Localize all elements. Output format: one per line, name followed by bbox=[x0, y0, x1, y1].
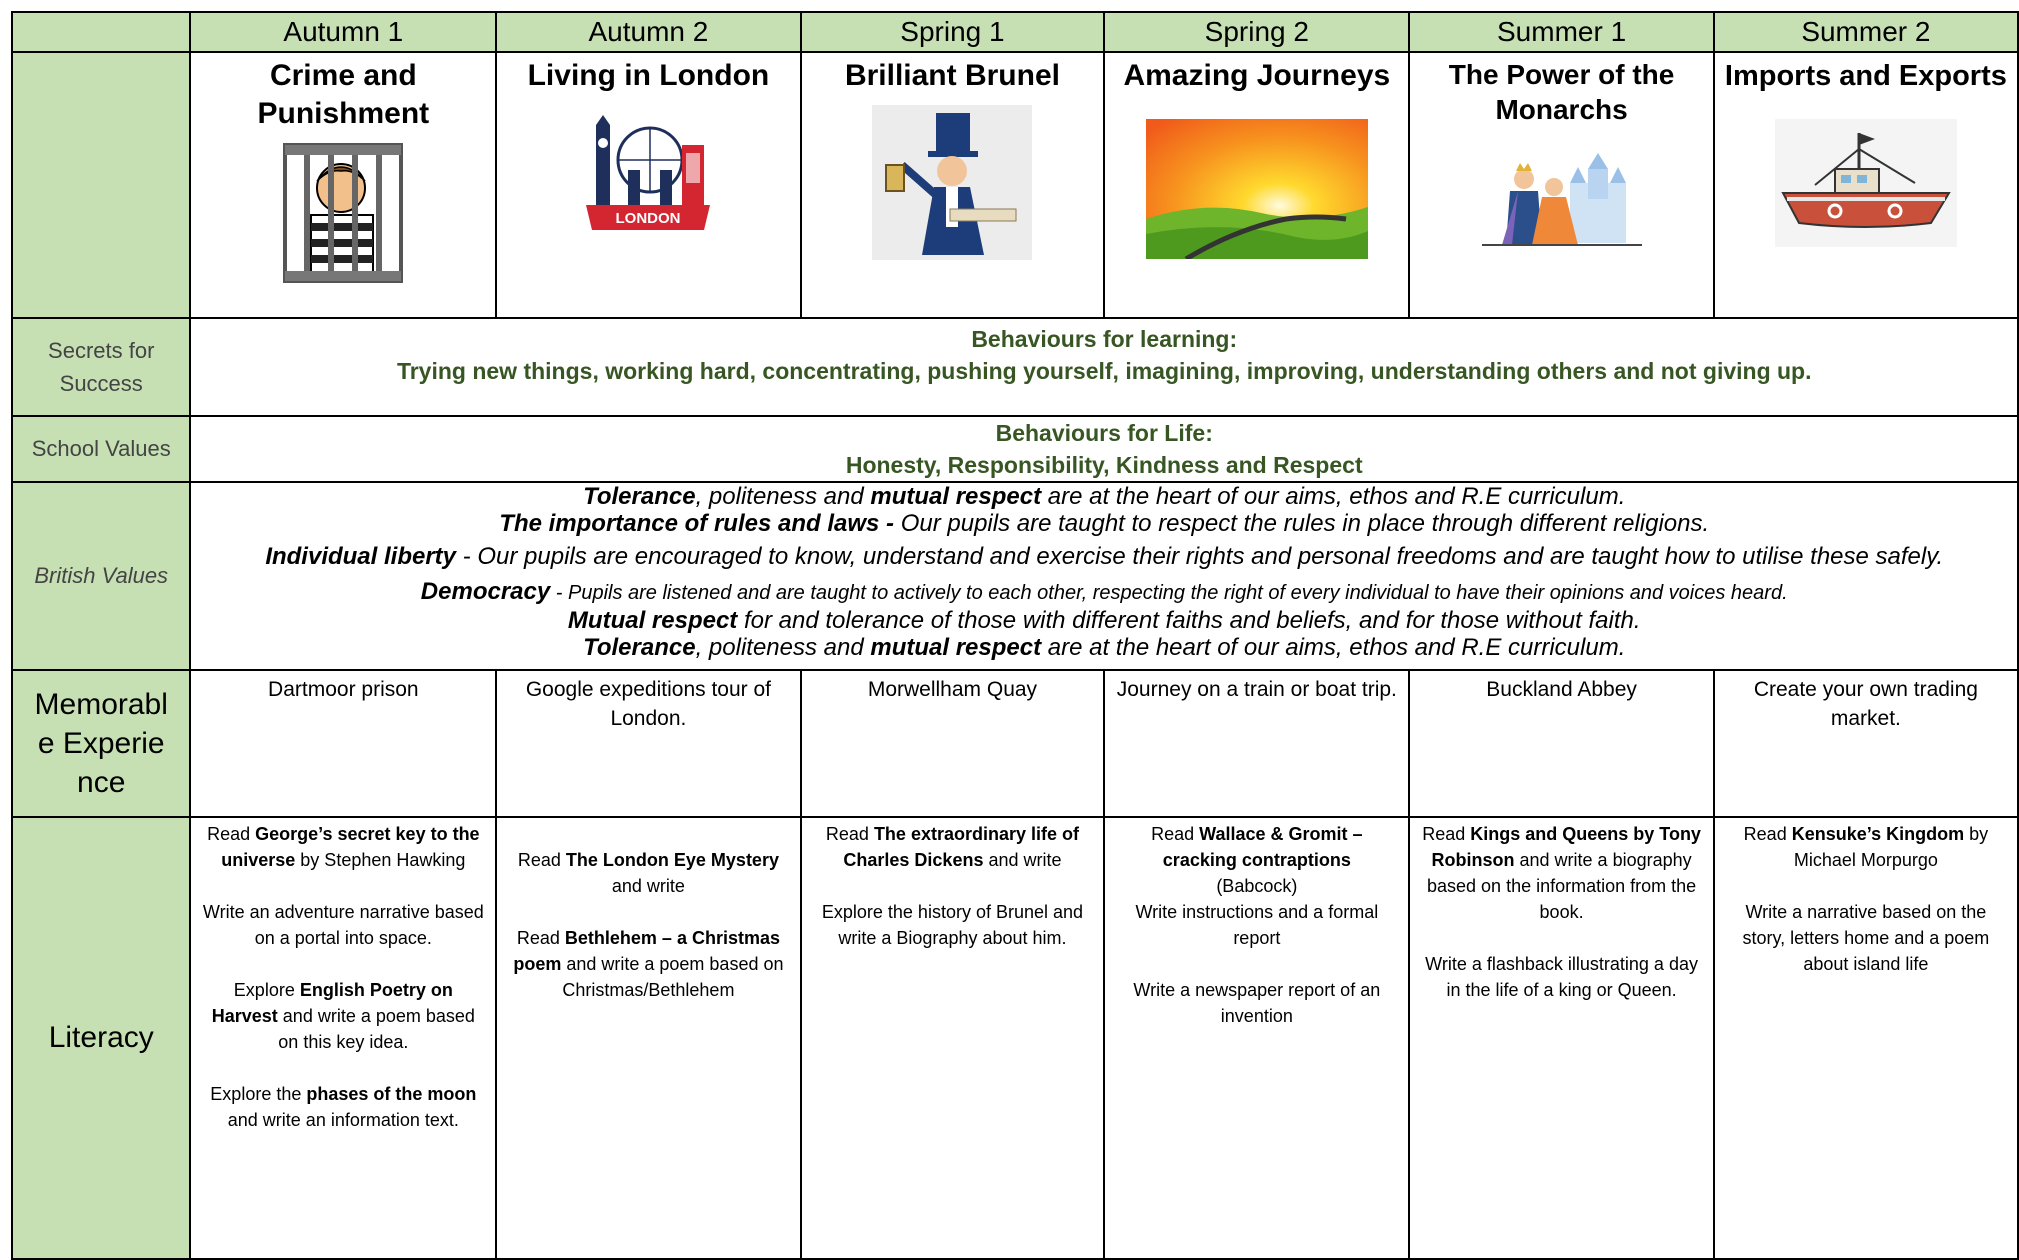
literacy-cell-5: Read Kings and Queens by Tony Robinson a… bbox=[1408, 816, 1715, 1260]
topic-title: Amazing Journeys bbox=[1123, 59, 1391, 92]
british-values-line: Mutual respect for and tolerance of thos… bbox=[567, 607, 1641, 634]
topic-title: Brilliant Brunel bbox=[844, 59, 1060, 92]
literacy-item: (Babcock) bbox=[1216, 876, 1298, 896]
secrets-heading: Behaviours for learning: bbox=[971, 326, 1238, 352]
literacy-item: Write a newspaper report of an invention bbox=[1133, 980, 1381, 1026]
prisoner-in-cell-icon bbox=[283, 143, 404, 283]
london-landmarks-icon: LONDON bbox=[586, 115, 711, 230]
term-row: Autumn 1 Autumn 2 Spring 1 Spring 2 Summ… bbox=[10, 11, 2019, 53]
school-values-text: Honesty, Responsibility, Kindness and Re… bbox=[845, 452, 1363, 478]
memorable-cell: Create your own trading market. bbox=[1712, 669, 2019, 818]
topic-row: Crime and Punishment Living in London bbox=[10, 51, 2019, 319]
term-summer-2: Summer 2 bbox=[1712, 11, 2019, 53]
memorable-row: Memorable Experience Dartmoor prison Goo… bbox=[10, 669, 2019, 818]
british-values-line: Individual liberty - Our pupils are enco… bbox=[265, 543, 1944, 570]
british-values-line: Tolerance, politeness and mutual respect… bbox=[583, 483, 1626, 510]
term-autumn-2: Autumn 2 bbox=[495, 11, 802, 53]
school-values-heading: Behaviours for Life: bbox=[995, 420, 1213, 446]
topic-cell-5: The Power of the Monarchs bbox=[1408, 51, 1715, 319]
literacy-item: Write a narrative based on the story, le… bbox=[1742, 902, 1990, 974]
topic-cell-2: Living in London LONDON bbox=[495, 51, 802, 319]
literacy-item: Explore English Poetry on Harvest and wr… bbox=[211, 980, 475, 1052]
topic-title: The Power of the Monarchs bbox=[1448, 59, 1675, 125]
literacy-cell-4: Read Wallace & Gromit – cracking contrap… bbox=[1103, 816, 1411, 1260]
literacy-item: Write a flashback illustrating a day in … bbox=[1425, 954, 1698, 1000]
secrets-content: Behaviours for learning: Trying new thin… bbox=[189, 317, 2019, 417]
topic-title: Imports and Exports bbox=[1724, 60, 2007, 92]
topic-cell-3: Brilliant Brunel bbox=[799, 51, 1106, 319]
topic-cell-6: Imports and Exports bbox=[1712, 51, 2019, 319]
literacy-item: Write an adventure narrative based on a … bbox=[202, 902, 484, 948]
school-values-label: School Values bbox=[10, 415, 192, 483]
secrets-row: Secrets for Success Behaviours for learn… bbox=[10, 317, 2019, 417]
svg-text:LONDON: LONDON bbox=[616, 210, 681, 227]
literacy-label: Literacy bbox=[10, 816, 192, 1260]
brunel-cartoon-icon bbox=[872, 105, 1033, 260]
sunrise-road-icon bbox=[1145, 119, 1368, 259]
corner-cell bbox=[10, 11, 192, 53]
memorable-label: Memorable Experience bbox=[10, 669, 192, 818]
british-values-row: British Values Tolerance, politeness and… bbox=[10, 481, 2019, 671]
secrets-label: Secrets for Success bbox=[10, 317, 192, 417]
literacy-item: Read Kings and Queens by Tony Robinson a… bbox=[1422, 824, 1701, 922]
topic-label-cell bbox=[10, 51, 192, 319]
literacy-cell-2: Read The London Eye Mystery and write Re… bbox=[495, 816, 802, 1260]
british-values-line: Democracy - Pupils are listened and are … bbox=[420, 578, 1788, 605]
british-values-content: Tolerance, politeness and mutual respect… bbox=[189, 481, 2019, 671]
king-and-queen-castle-icon bbox=[1481, 153, 1642, 246]
literacy-item: Read Bethlehem – a Christmas poem and wr… bbox=[513, 928, 784, 1000]
topic-cell-1: Crime and Punishment bbox=[189, 51, 498, 319]
literacy-item: Write instructions and a formal report bbox=[1135, 902, 1379, 948]
literacy-cell-6: Read Kensuke’s Kingdom by Michael Morpur… bbox=[1712, 816, 2019, 1260]
secrets-text: Trying new things, working hard, concent… bbox=[396, 358, 1812, 384]
memorable-cell: Dartmoor prison bbox=[189, 669, 498, 818]
term-summer-1: Summer 1 bbox=[1408, 11, 1715, 53]
term-spring-1: Spring 1 bbox=[799, 11, 1106, 53]
literacy-item: Read The extraordinary life of Charles D… bbox=[825, 824, 1079, 870]
topic-title: Crime and Punishment bbox=[257, 59, 430, 130]
memorable-cell: Morwellham Quay bbox=[799, 669, 1106, 818]
literacy-item: Read Wallace & Gromit – cracking contrap… bbox=[1151, 824, 1363, 870]
british-values-line: The importance of rules and laws - Our p… bbox=[499, 510, 1710, 537]
memorable-cell: Journey on a train or boat trip. bbox=[1103, 669, 1411, 818]
literacy-item: Explore the history of Brunel and write … bbox=[821, 902, 1084, 948]
literacy-item: Read Kensuke’s Kingdom by Michael Morpur… bbox=[1743, 824, 1989, 870]
topic-cell-4: Amazing Journeys bbox=[1103, 51, 1411, 319]
literacy-cell-3: Read The extraordinary life of Charles D… bbox=[799, 816, 1106, 1260]
literacy-item: Explore the phases of the moon and write… bbox=[210, 1084, 477, 1130]
literacy-item: Read George’s secret key to the universe… bbox=[207, 824, 480, 870]
memorable-cell: Google expeditions tour of London. bbox=[495, 669, 802, 818]
literacy-item: Read The London Eye Mystery and write bbox=[517, 850, 779, 896]
memorable-cell: Buckland Abbey bbox=[1408, 669, 1715, 818]
fishing-boat-icon bbox=[1774, 119, 1957, 247]
school-values-row: School Values Behaviours for Life: Hones… bbox=[10, 415, 2019, 483]
literacy-row: Literacy Read George’s secret key to the… bbox=[10, 816, 2019, 1260]
british-values-label: British Values bbox=[10, 481, 192, 671]
literacy-cell-1: Read George’s secret key to the universe… bbox=[189, 816, 498, 1260]
curriculum-table: Autumn 1 Autumn 2 Spring 1 Spring 2 Summ… bbox=[10, 11, 2019, 1260]
term-autumn-1: Autumn 1 bbox=[189, 11, 498, 53]
term-spring-2: Spring 2 bbox=[1103, 11, 1411, 53]
school-values-content: Behaviours for Life: Honesty, Responsibi… bbox=[189, 415, 2019, 483]
topic-title: Living in London bbox=[527, 59, 770, 92]
british-values-line: Tolerance, politeness and mutual respect… bbox=[583, 634, 1626, 661]
